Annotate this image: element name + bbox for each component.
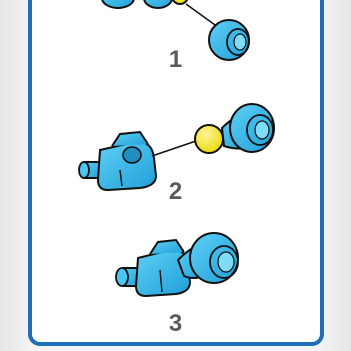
step-2-connector-line: [151, 140, 197, 157]
step-1-round-cap: [208, 19, 250, 61]
step-3-assembled-part: [115, 232, 239, 298]
step-1-parts-top: [101, 0, 189, 9]
step-1-illustration: [101, 0, 250, 61]
step-2-yellow-ball: [194, 124, 224, 154]
left-margin-shade: [0, 0, 30, 351]
step-3-illustration: [115, 232, 239, 298]
step-2-illustration: [78, 103, 275, 192]
step-number-3: 3: [168, 310, 183, 337]
step-2-connector-block: [78, 130, 158, 192]
step-2-round-cap: [220, 103, 275, 153]
step-number-2: 2: [168, 178, 183, 205]
step-number-1: 1: [168, 46, 183, 73]
right-margin-shade: [321, 0, 351, 351]
